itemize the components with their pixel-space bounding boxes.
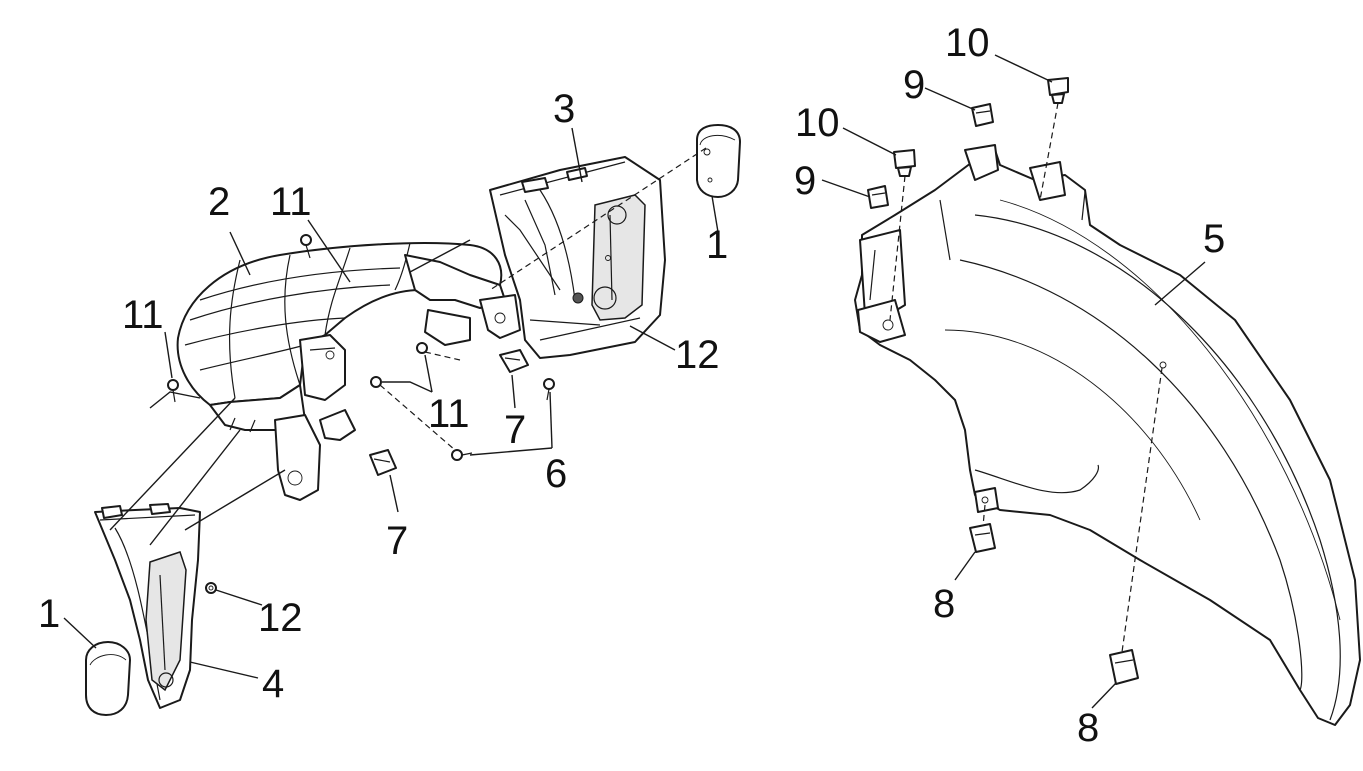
grommet-12-lower bbox=[205, 582, 217, 594]
fastener-11-left bbox=[167, 379, 179, 403]
callout-2: 2 bbox=[208, 180, 230, 224]
callout-8-upper: 8 bbox=[933, 582, 955, 626]
callout-4: 4 bbox=[262, 662, 284, 706]
part-1-reflector-bottom bbox=[85, 641, 131, 716]
nut-8-upper bbox=[969, 523, 996, 553]
callout-10-lower: 10 bbox=[795, 101, 840, 145]
callout-labels: 1 1 2 3 4 5 6 7 7 8 8 9 9 10 10 11 11 11… bbox=[38, 21, 1225, 750]
part-4-lower-cover bbox=[94, 503, 201, 709]
part-5-front-fender bbox=[854, 144, 1361, 726]
clip-9-lower bbox=[867, 185, 889, 209]
callout-10-upper: 10 bbox=[945, 21, 990, 65]
fastener-6-screws bbox=[451, 378, 555, 461]
callout-1-bottom: 1 bbox=[38, 592, 60, 636]
callout-9-upper: 9 bbox=[903, 63, 925, 107]
clip-7-upper bbox=[499, 349, 529, 373]
callout-12-right: 12 bbox=[675, 333, 720, 377]
clip-7-lower bbox=[369, 449, 397, 476]
grommet-10-lower bbox=[893, 149, 916, 177]
callout-7-upper: 7 bbox=[504, 408, 526, 452]
grommet-10-upper bbox=[1047, 77, 1069, 104]
callout-11-mid: 11 bbox=[428, 392, 470, 436]
leader-lines-right bbox=[821, 54, 1206, 709]
callout-11-left: 11 bbox=[122, 293, 164, 337]
callout-9-lower: 9 bbox=[794, 159, 816, 203]
callout-6: 6 bbox=[545, 452, 567, 496]
part-1-reflector-top bbox=[696, 124, 741, 198]
callout-5: 5 bbox=[1203, 217, 1225, 261]
callout-3: 3 bbox=[553, 87, 575, 131]
nut-8-lower bbox=[1109, 649, 1139, 685]
callout-7-lower: 7 bbox=[386, 519, 408, 563]
leader-lines-left bbox=[63, 127, 719, 679]
fastener-11-mid bbox=[370, 342, 428, 388]
part-3-rear-cover bbox=[489, 156, 666, 359]
fastener-11-top bbox=[300, 234, 312, 259]
callout-1-top: 1 bbox=[706, 223, 728, 267]
callout-12-left: 12 bbox=[258, 596, 303, 640]
clip-9-upper bbox=[971, 103, 994, 127]
part-2-side-cover bbox=[176, 242, 521, 501]
callout-11-top: 11 bbox=[270, 180, 312, 224]
callout-8-lower: 8 bbox=[1077, 706, 1099, 750]
